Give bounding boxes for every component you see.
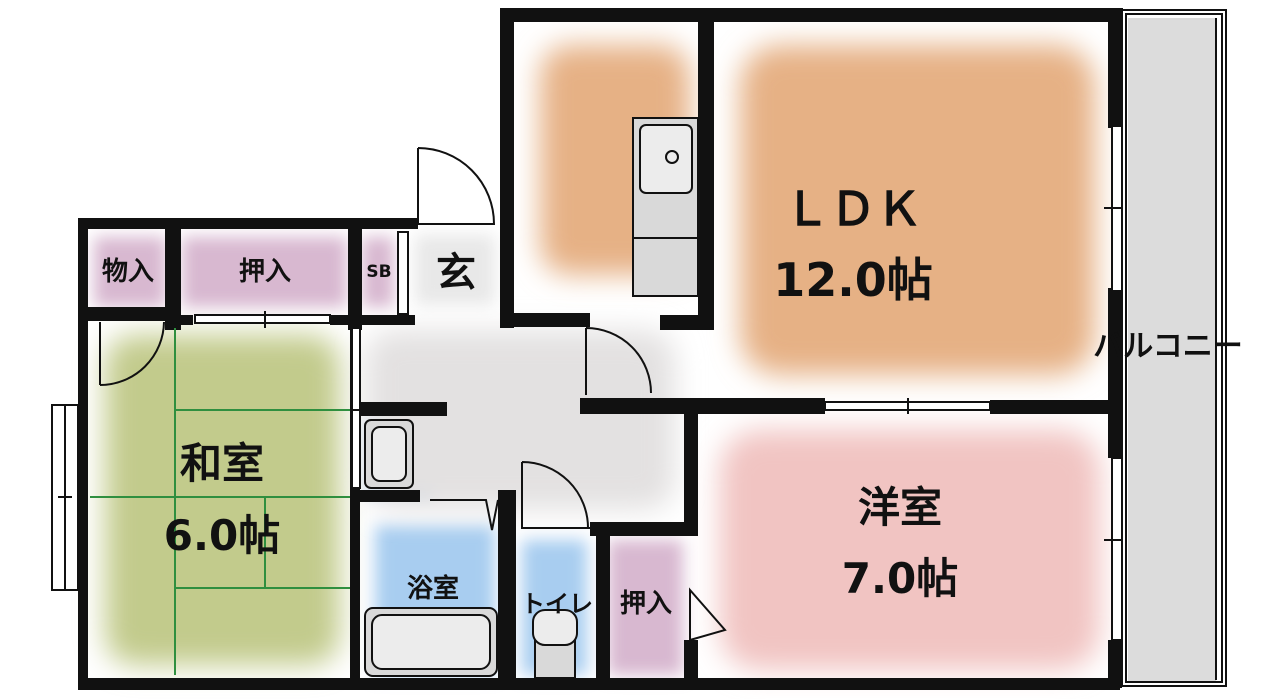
shoebox-door <box>397 231 409 315</box>
swing-doors <box>99 147 727 642</box>
oshiire-bottom-door <box>689 587 727 642</box>
washbasin <box>364 419 414 489</box>
oshiire-top-label: 押入 <box>239 257 291 287</box>
yokushitsu-label: 浴室 <box>407 573 459 604</box>
hall-floor <box>365 330 675 510</box>
kitchen-counter <box>632 117 699 297</box>
toilet-door <box>521 461 590 529</box>
sliding-doors <box>194 231 991 489</box>
washitsu-sliding-door <box>351 327 361 489</box>
yoshitsu-size-label: 7.0帖 <box>842 554 958 603</box>
genkan-floor <box>415 235 495 305</box>
bathtub <box>364 607 498 677</box>
yoshitsu-name-label: 洋室 <box>858 483 942 532</box>
yoshitsu-window <box>1111 457 1123 641</box>
oshiire-top-floor <box>182 237 347 307</box>
washitsu-size-label: 6.0帖 <box>164 511 280 560</box>
monoire-label: 物入 <box>102 257 154 287</box>
ldk-door <box>585 327 652 395</box>
shoebox-floor <box>362 237 394 307</box>
bath-door <box>430 499 499 531</box>
oshiire-bottom-floor <box>608 540 683 675</box>
toilet-label: トイレ <box>521 590 593 618</box>
tatami-lines <box>90 328 350 675</box>
oshiire-bottom-label: 押入 <box>620 589 672 619</box>
walls <box>78 8 1123 690</box>
shoebox-label: SB <box>366 262 391 282</box>
yoshitsu-floor <box>720 430 1100 670</box>
monoire-door <box>99 321 165 386</box>
balcony-label: バルコニー <box>1093 329 1242 364</box>
balcony-floor <box>1128 18 1216 683</box>
ldk-size-label: 12.0帖 <box>773 253 933 307</box>
genkan-label: 玄 <box>436 250 476 296</box>
washitsu-floor <box>105 335 340 665</box>
monoire-floor <box>94 237 166 307</box>
oshiire-top-sliding-door <box>194 314 331 324</box>
entrance-door <box>417 147 496 225</box>
toilet-fixture <box>532 609 578 679</box>
balcony-railing <box>1121 9 1227 687</box>
washitsu-name-label: 和室 <box>180 439 264 488</box>
ldk-floor-main <box>740 45 1095 375</box>
windows <box>51 125 1123 641</box>
ldk-name-label: ＬＤＫ <box>784 182 922 236</box>
